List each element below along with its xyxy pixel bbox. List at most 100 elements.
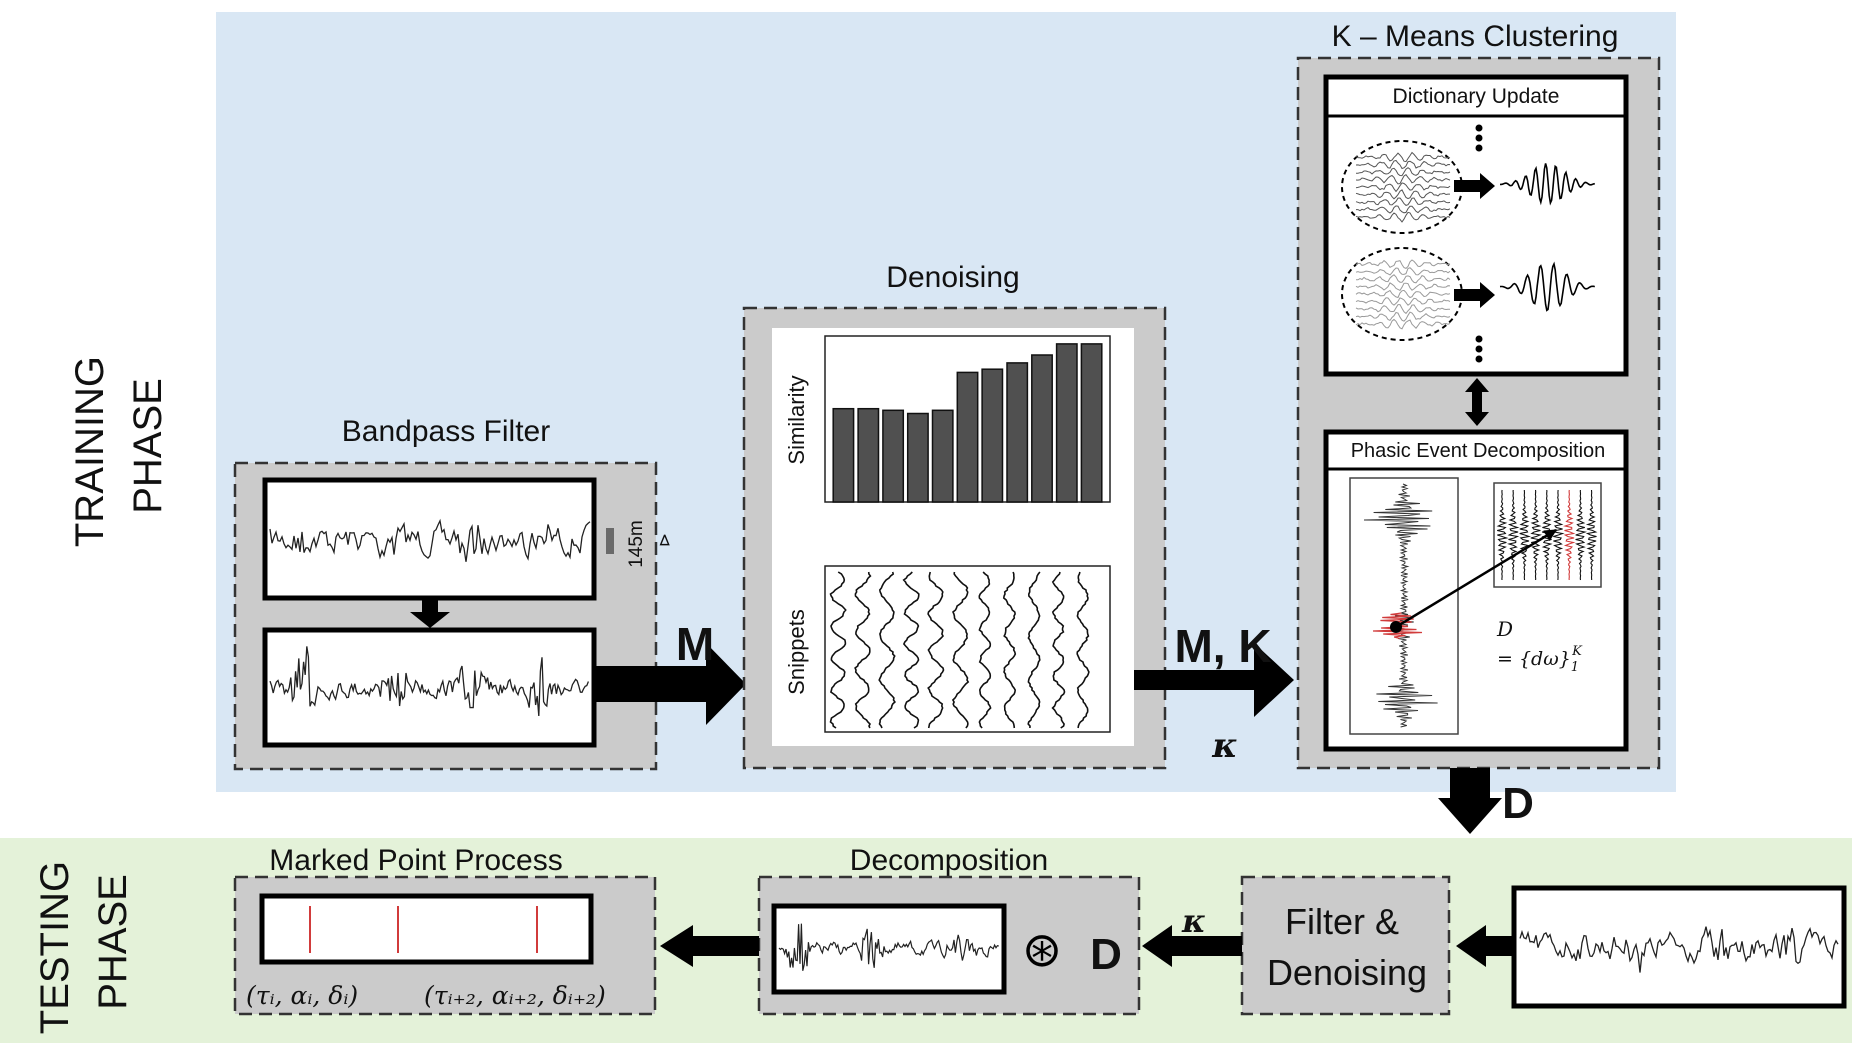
mk-arrow (1134, 643, 1294, 717)
dictionary-equation-d: D (1496, 617, 1513, 641)
kappa-label-training: κ (1211, 726, 1237, 766)
dictionary-update-box (1323, 74, 1629, 377)
similarity-bar (1031, 354, 1053, 503)
mpp-caption-left: (τᵢ, αᵢ, δᵢ) (246, 981, 358, 1010)
similarity-bar (1055, 343, 1078, 503)
event-to-atom-arrow (1395, 528, 1558, 629)
filter-to-decomposition-arrow (1142, 925, 1242, 967)
convolution-symbol: ⊛ (1022, 922, 1062, 978)
similarity-bar (906, 412, 929, 503)
kmeans-title: K – Means Clustering (1332, 20, 1619, 53)
dictionary-symbol: D (1090, 930, 1122, 979)
atom-stack-waveform (1519, 489, 1532, 581)
atom-stack-frame (1493, 482, 1602, 588)
filter-down-arrow (410, 600, 450, 628)
d-down-arrow (1438, 768, 1502, 834)
mk-arrow-label: M, K (1174, 620, 1271, 672)
mpp-caption-right: (τᵢ₊₂, αᵢ₊₂, δᵢ₊₂) (424, 981, 606, 1010)
phasic-signal-trace (1363, 483, 1438, 728)
snippet-waveform (1051, 571, 1066, 729)
raw-signal-box (262, 477, 597, 601)
snippet-waveform (878, 571, 896, 729)
dictionary-update-title: Dictionary Update (1393, 85, 1560, 108)
cluster-waveform (1355, 289, 1451, 299)
filter-denoising-label: Filter & Denoising (1267, 901, 1427, 993)
cluster-waveform (1355, 274, 1451, 284)
snippet-waveform (902, 571, 920, 729)
cluster-waveform (1355, 182, 1451, 193)
snippet-waveform (1027, 571, 1041, 729)
phasic-decomposition-title: Phasic Event Decomposition (1351, 440, 1606, 462)
decomposition-signal-box (771, 903, 1007, 995)
test-input-trace (1519, 926, 1839, 973)
similarity-bar (1080, 343, 1103, 503)
snippet-waveform (854, 571, 872, 729)
mpp-title: Marked Point Process (269, 844, 562, 877)
cluster-waveform (1355, 189, 1450, 200)
cluster-waveform (1356, 205, 1451, 214)
raw-signal-trace (269, 518, 591, 562)
cluster-2-waveforms (1355, 259, 1451, 330)
cluster-waveform (1355, 174, 1451, 185)
snippet-waveform (829, 571, 847, 729)
cluster-waveform (1355, 297, 1451, 306)
cluster-waveform (1355, 159, 1451, 170)
scale-bar (606, 528, 614, 554)
cluster-2-arrow (1454, 282, 1495, 308)
snippets-axes (824, 565, 1111, 733)
cluster-waveform (1356, 167, 1451, 177)
similarity-bar (832, 407, 855, 503)
cluster-waveform (1355, 211, 1451, 223)
phasic-event-red (1372, 612, 1423, 640)
ellipsis-dots-bottom (1475, 335, 1483, 363)
atom-stack-waveform (1585, 489, 1598, 581)
snippet-waveform (951, 571, 970, 729)
atom-stack-waveform (1507, 489, 1520, 581)
cluster-waveform (1355, 267, 1451, 276)
filter-denoising-box (1240, 875, 1451, 1016)
denoising-title: Denoising (886, 261, 1019, 294)
similarity-bar (956, 371, 979, 503)
decomposition-title: Decomposition (850, 844, 1048, 877)
atom-stack-waveform (1563, 489, 1576, 581)
decomposition-to-mpp-arrow (660, 925, 759, 967)
atom-stack-waveform (1496, 489, 1509, 581)
cluster-waveform (1355, 304, 1450, 315)
snippets-ylabel: Snippets (784, 609, 809, 695)
atom-stack-waveforms (1496, 489, 1598, 581)
testing-phase-label: TESTING PHASE (33, 850, 135, 1034)
training-phase-label: TRAINING PHASE (68, 345, 170, 547)
similarity-bars (832, 343, 1103, 503)
update-decompose-double-arrow (1465, 378, 1489, 426)
cluster-1-arrow (1454, 173, 1495, 199)
atom-stack-waveform (1574, 489, 1588, 581)
denoising-figure (772, 328, 1134, 746)
similarity-bar (882, 409, 905, 503)
filtered-signal-trace (269, 646, 590, 717)
atom-2-waveform (1499, 261, 1595, 312)
event-marker-dot (1390, 621, 1402, 633)
filtered-signal-box (262, 627, 597, 748)
atom-stack-waveform (1553, 489, 1565, 581)
cluster-waveform (1355, 151, 1451, 163)
phasic-decomposition-box (1323, 429, 1629, 752)
kappa-label-testing: κ (1181, 902, 1206, 940)
similarity-bar (931, 409, 954, 503)
similarity-bar (857, 407, 880, 503)
atom-stack-waveform (1530, 489, 1542, 581)
snippet-waveform (927, 571, 945, 729)
bandpass-filter-title: Bandpass Filter (342, 415, 550, 448)
snippet-waveform (1076, 571, 1090, 729)
input-to-filter-arrow (1456, 925, 1514, 967)
similarity-bar (981, 368, 1004, 503)
snippet-waveforms (829, 571, 1090, 729)
decomposition-trace (778, 923, 999, 971)
cluster-waveform (1355, 311, 1451, 322)
cluster-waveform (1355, 197, 1451, 206)
d-arrow-label: D (1502, 779, 1534, 828)
snippet-waveform (1002, 571, 1017, 729)
cluster-waveform (1355, 282, 1451, 292)
scale-marker: ⊳ (655, 533, 674, 547)
cluster-1-waveforms (1355, 151, 1451, 223)
